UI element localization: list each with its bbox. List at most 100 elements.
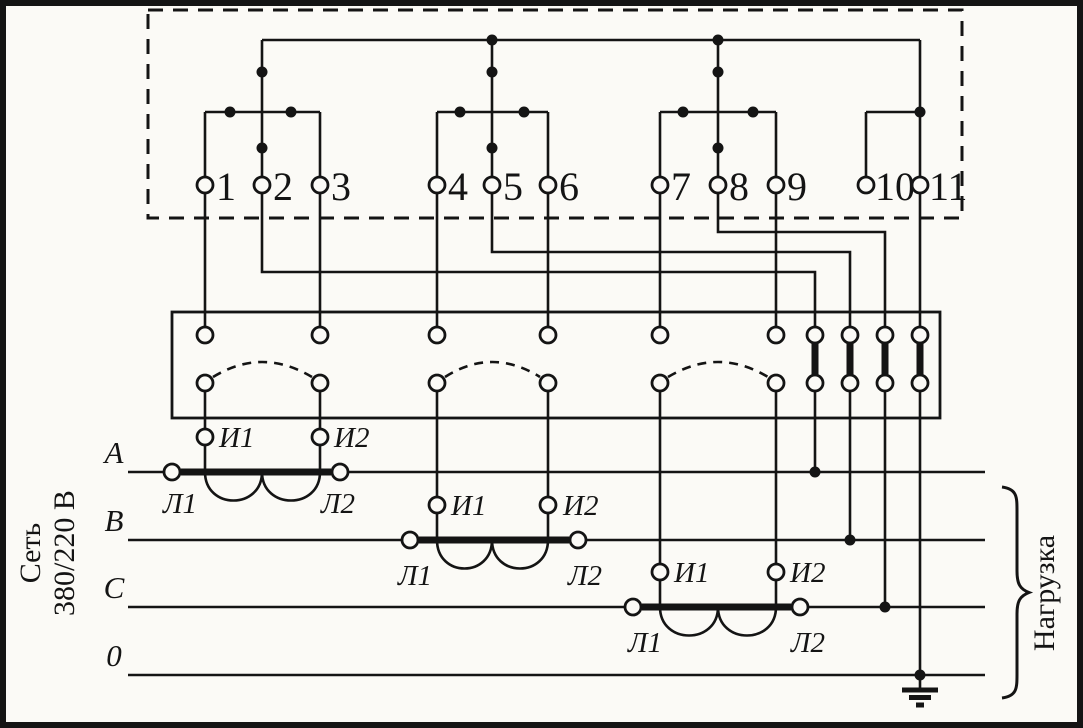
test-contact xyxy=(650,373,670,393)
ct-a-l1-label: Л1 xyxy=(162,488,197,520)
ct-secondary-winding xyxy=(658,606,778,637)
test-contact xyxy=(195,373,215,393)
meter-terminal-8 xyxy=(708,175,728,195)
test-contact xyxy=(805,373,825,393)
junction-dot xyxy=(879,601,891,613)
ct-phase-a: И1 И2 Л1 Л2 xyxy=(162,422,370,520)
ct-b-l1-label: Л1 xyxy=(397,560,432,592)
test-contact xyxy=(875,325,895,345)
test-contact xyxy=(766,325,786,345)
block-to-line-wires xyxy=(203,391,922,675)
junction-dot xyxy=(486,142,498,154)
meter-terminal-1 xyxy=(195,175,215,195)
test-block-outline xyxy=(170,310,942,420)
junction-dot xyxy=(712,142,724,154)
load-caption: Нагрузка xyxy=(1001,485,1061,700)
supply-name-label: Сеть xyxy=(14,523,47,583)
phase-b-label: B xyxy=(105,503,124,538)
ct-terminal-l1 xyxy=(400,530,420,550)
load-brace xyxy=(1001,485,1034,700)
test-contact xyxy=(538,373,558,393)
terminal-label-10: 10 xyxy=(875,164,915,209)
junction-dot xyxy=(454,106,466,118)
meter-terminal-9 xyxy=(766,175,786,195)
supply-caption: Сеть 380/220 В xyxy=(14,490,81,616)
junction-dot xyxy=(712,34,724,46)
ct-phase-c: И1 И2 Л1 Л2 xyxy=(623,557,825,659)
ct-terminal-i1 xyxy=(427,495,447,515)
terminal-label-5: 5 xyxy=(503,164,523,209)
test-terminal-block xyxy=(170,310,942,420)
test-contact xyxy=(310,373,330,393)
test-contact xyxy=(310,325,330,345)
meter-terminals: 1 2 3 4 5 6 7 8 9 10 11 xyxy=(195,164,968,209)
meter-terminal-11 xyxy=(910,175,930,195)
meter-terminal-7 xyxy=(650,175,670,195)
ct-terminal-l1 xyxy=(162,462,182,482)
test-contact xyxy=(840,325,860,345)
voltage-link-bar xyxy=(846,343,854,375)
junction-dot xyxy=(224,106,236,118)
test-contact xyxy=(538,325,558,345)
junction-dot xyxy=(285,106,297,118)
test-contact xyxy=(910,325,930,345)
ct-terminal-i1 xyxy=(650,562,670,582)
ct-b-i1-label: И1 xyxy=(450,490,486,522)
ct-b-i2-label: И2 xyxy=(562,490,598,522)
terminal-label-8: 8 xyxy=(729,164,749,209)
test-link-arc xyxy=(212,360,313,379)
ct-primary-bar xyxy=(181,468,331,476)
test-contact xyxy=(195,325,215,345)
test-contact xyxy=(650,325,670,345)
terminal-label-2: 2 xyxy=(273,164,293,209)
terminal-label-11: 11 xyxy=(929,164,968,209)
load-label: Нагрузка xyxy=(1028,535,1061,651)
ct-terminal-l2 xyxy=(330,462,350,482)
ct-c-l2-label: Л2 xyxy=(790,627,825,659)
voltage-link-bar xyxy=(811,343,819,375)
meter-cover-outline xyxy=(146,8,964,220)
test-contact xyxy=(875,373,895,393)
junction-dot xyxy=(712,66,724,78)
ct-phase-b: И1 И2 Л1 Л2 xyxy=(397,490,602,592)
meter-terminal-4 xyxy=(427,175,447,195)
terminal-label-1: 1 xyxy=(216,164,236,209)
meter-terminal-3 xyxy=(310,175,330,195)
ground-icon xyxy=(902,675,938,708)
ct-terminal-l2 xyxy=(790,597,810,617)
test-contact xyxy=(910,373,930,393)
meter-to-block-wires xyxy=(203,193,922,327)
ct-a-i2-label: И2 xyxy=(333,422,369,454)
ct-primary-bar xyxy=(419,536,569,544)
junction-dots xyxy=(224,34,926,681)
ct-secondary-winding xyxy=(203,471,322,502)
ct-terminal-i2 xyxy=(310,427,330,447)
junction-dot xyxy=(677,106,689,118)
junction-dot xyxy=(844,534,856,546)
junction-dot xyxy=(256,66,268,78)
ct-terminal-l1 xyxy=(623,597,643,617)
meter-terminal-6 xyxy=(538,175,558,195)
junction-dot xyxy=(256,142,268,154)
ct-primary-bar xyxy=(642,603,791,611)
junction-dot xyxy=(486,34,498,46)
phase-a-label: A xyxy=(103,435,125,470)
neutral-label: 0 xyxy=(106,638,122,673)
terminal-label-6: 6 xyxy=(559,164,579,209)
junction-dot xyxy=(809,466,821,478)
ct-c-l1-label: Л1 xyxy=(627,627,662,659)
test-contact xyxy=(427,325,447,345)
junction-dot xyxy=(914,106,926,118)
ct-secondary-winding xyxy=(435,539,550,570)
terminal-label-4: 4 xyxy=(448,164,468,209)
meter-terminal-10 xyxy=(856,175,876,195)
junction-dot xyxy=(747,106,759,118)
meter-terminal-5 xyxy=(482,175,502,195)
test-contact xyxy=(805,325,825,345)
test-link-arc xyxy=(667,360,769,379)
ct-a-i1-label: И1 xyxy=(218,422,254,454)
terminal-label-9: 9 xyxy=(787,164,807,209)
